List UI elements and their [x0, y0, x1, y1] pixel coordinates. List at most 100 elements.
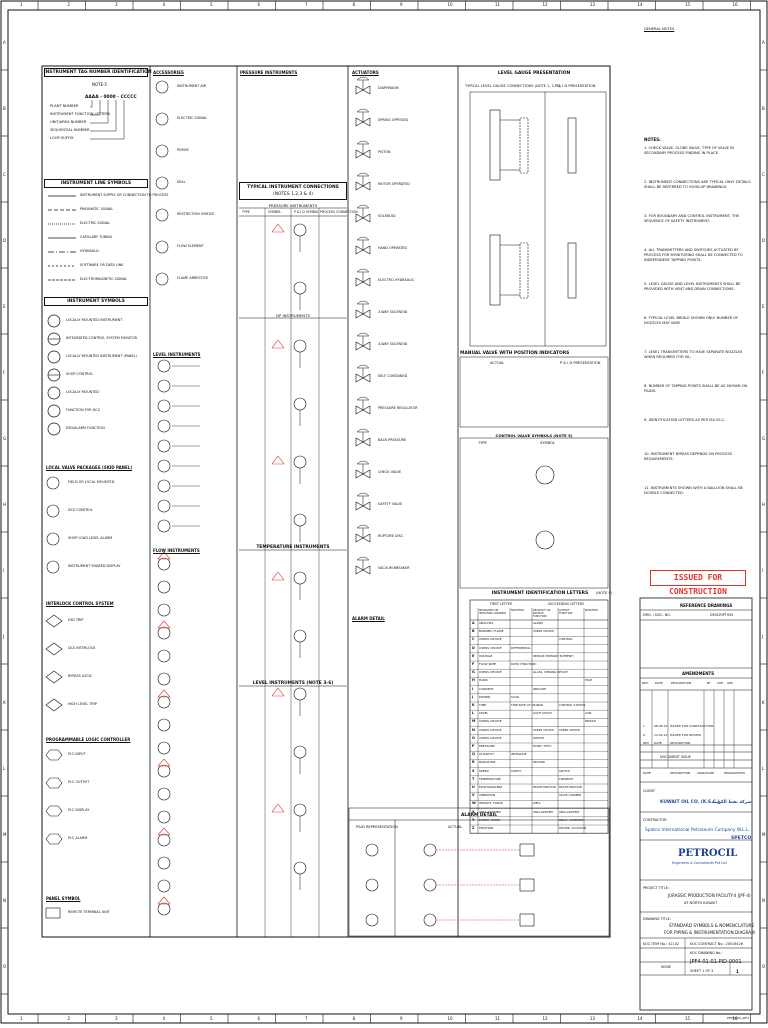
rev-row-date: DATE — [654, 741, 662, 745]
actuators-title: ACTUATORS — [352, 70, 379, 75]
valve-package-item-glyph — [46, 476, 60, 490]
plc-item: PLC OUTPUT — [68, 780, 90, 784]
id-variable: TIME — [479, 703, 487, 707]
border-number-top: 6 — [257, 2, 261, 7]
id-letter: J — [472, 694, 474, 699]
project-title: JURASSIC PRODUCTION FACILITY-4 (JPF-4) — [668, 893, 751, 898]
accessory-item: SEAL — [177, 180, 186, 184]
client-arabic: شركة نفط الكويت — [712, 800, 752, 805]
alarm-actual-bubble — [423, 913, 437, 927]
contractor-label: CONTRACTOR — [643, 818, 667, 822]
id-subcol: MEASURED OR INITIATING VARIABLE — [479, 609, 507, 615]
actuator-label: SOLENOID — [378, 214, 396, 218]
level-instrument-bubble — [157, 399, 171, 413]
control-valve-col-type: TYPE — [478, 441, 487, 445]
tc-bubble — [293, 397, 307, 411]
instrument-symbol-label: FUNCTION FOR DCS — [66, 408, 100, 412]
id-letter: G — [472, 670, 475, 675]
interlock-item: ESD TRIP — [68, 618, 84, 622]
id-letter: C — [472, 637, 475, 642]
valve-actuator — [356, 396, 370, 401]
level-instruments-note-title: LEVEL INSTRUMENTS (NOTE 3-6) — [252, 681, 334, 686]
flow-alarm-triangle — [157, 758, 171, 767]
actuator-label: RUPTURE DISC — [378, 534, 404, 538]
border-letter-left: I — [3, 568, 5, 573]
id-readout: USERS CHOICE — [533, 727, 554, 732]
pid-gauge-glass — [567, 242, 577, 299]
note-item: 1. CHECK VALVE, GLOBE VALVE, TYPE OF VAL… — [644, 146, 734, 156]
plc-item: PLC ALARM — [68, 836, 88, 840]
id-output: DRIVER, ACTUATOR — [559, 826, 587, 830]
alarm-box — [519, 843, 535, 857]
tc-bubble — [293, 745, 307, 759]
typical-connections-header-box — [239, 182, 347, 200]
id-letter: X — [472, 809, 475, 814]
id-letter: K — [472, 703, 475, 707]
border-number-bottom: 16 — [732, 1016, 738, 1021]
id-modifier: INTEGRATE — [511, 752, 527, 757]
flow-instrument-bubble — [157, 649, 171, 663]
flow-alarm-triangle — [157, 689, 171, 698]
accessory-item-glyph — [155, 144, 169, 158]
id-variable: MULTIVARIABLE — [479, 785, 503, 789]
border-number-top: 2 — [67, 2, 71, 7]
tc-bubble — [293, 281, 307, 295]
control-valve-bubble — [535, 465, 555, 485]
id-variable: EVENT, STATE — [479, 817, 500, 822]
id-output: CONTROL STATION — [559, 703, 586, 707]
note-item: 3. FOR BOUNDARY AND CONTROL INSTRUMENT, … — [644, 214, 740, 224]
border-number-bottom: 9 — [400, 1016, 403, 1021]
flow-alarm-triangle — [157, 620, 171, 629]
signature-col: SIGNATURE — [697, 771, 715, 775]
id-variable: USERS CHOICE — [479, 645, 502, 650]
drawing-title-line1: STANDARD SYMBOLS & NOMENCLATURE — [669, 923, 755, 928]
line-symbol-label: PNEUMATIC SIGNAL — [80, 207, 114, 211]
panel-item-glyph — [45, 907, 61, 919]
border-number-top: 13 — [590, 2, 596, 7]
symbols-frame — [41, 65, 611, 938]
valve-package-item: INSTRUMENT SHARED DISPLAY — [68, 564, 121, 568]
signature-col: DESIGNATION — [724, 771, 745, 775]
id-variable: CURRENT — [479, 686, 494, 691]
alarm-col-actual: ACTUAL — [448, 825, 463, 829]
border-number-top: 14 — [637, 2, 643, 7]
id-modifier: DIFFERENTIAL — [511, 645, 531, 650]
instrument-bubble — [47, 404, 61, 418]
instrument-bubble — [47, 314, 61, 328]
valve-actuator — [356, 332, 370, 337]
flow-instrument-bubble — [157, 810, 171, 824]
valve-actuator — [356, 300, 370, 305]
koc-contract: KOC CONTRACT No.: 20016426 — [690, 942, 743, 946]
valve-actuator — [356, 524, 370, 529]
id-subcol: MODIFIER — [585, 609, 598, 612]
id-modifier-2: MIDDLE — [585, 719, 596, 724]
id-letter: N — [472, 727, 475, 732]
id-variable: USERS CHOICE — [479, 670, 502, 675]
ref-col-desc: DESCRIPTION — [710, 613, 733, 617]
border-letter-right: N — [762, 898, 765, 903]
border-letter-left: L — [3, 766, 6, 771]
interlock-item-glyph — [45, 698, 63, 712]
id-col-first: FIRST LETTER — [490, 602, 512, 606]
typical-connections-sub: (NOTES 1,2,3 & 4) — [273, 192, 313, 197]
plc-item: PLC INPUT — [68, 752, 86, 756]
flow-instrument-bubble — [157, 879, 171, 893]
plc-item: PLC DISPLAY — [68, 808, 90, 812]
id-subcol: MODIFIER — [511, 609, 524, 612]
border-number-bottom: 8 — [352, 1016, 356, 1021]
actuator-label: 4-WAY SOLENOID — [378, 342, 408, 346]
id-letter: I — [472, 686, 474, 691]
id-readout: RECORD — [533, 760, 545, 765]
id-variable: SPEED — [479, 768, 489, 773]
border-number-bottom: 15 — [685, 1016, 691, 1021]
tag-line-label: INSTRUMENT FUNCTION LETTERS — [50, 112, 111, 116]
level-instrument-bubble — [157, 519, 171, 533]
tc-bubble — [293, 455, 307, 469]
scale-value: NONE — [661, 965, 671, 969]
valve-bowtie — [355, 181, 371, 191]
manual-valve-col-pid: P & I D PRESENTATION — [560, 361, 601, 365]
rev-row-no: REV — [643, 741, 650, 745]
koc-item: KOC ITEM No.: 41102 — [643, 942, 680, 946]
border-number-top: 4 — [162, 2, 166, 7]
consultant-logo: PETROCIL — [678, 848, 738, 859]
